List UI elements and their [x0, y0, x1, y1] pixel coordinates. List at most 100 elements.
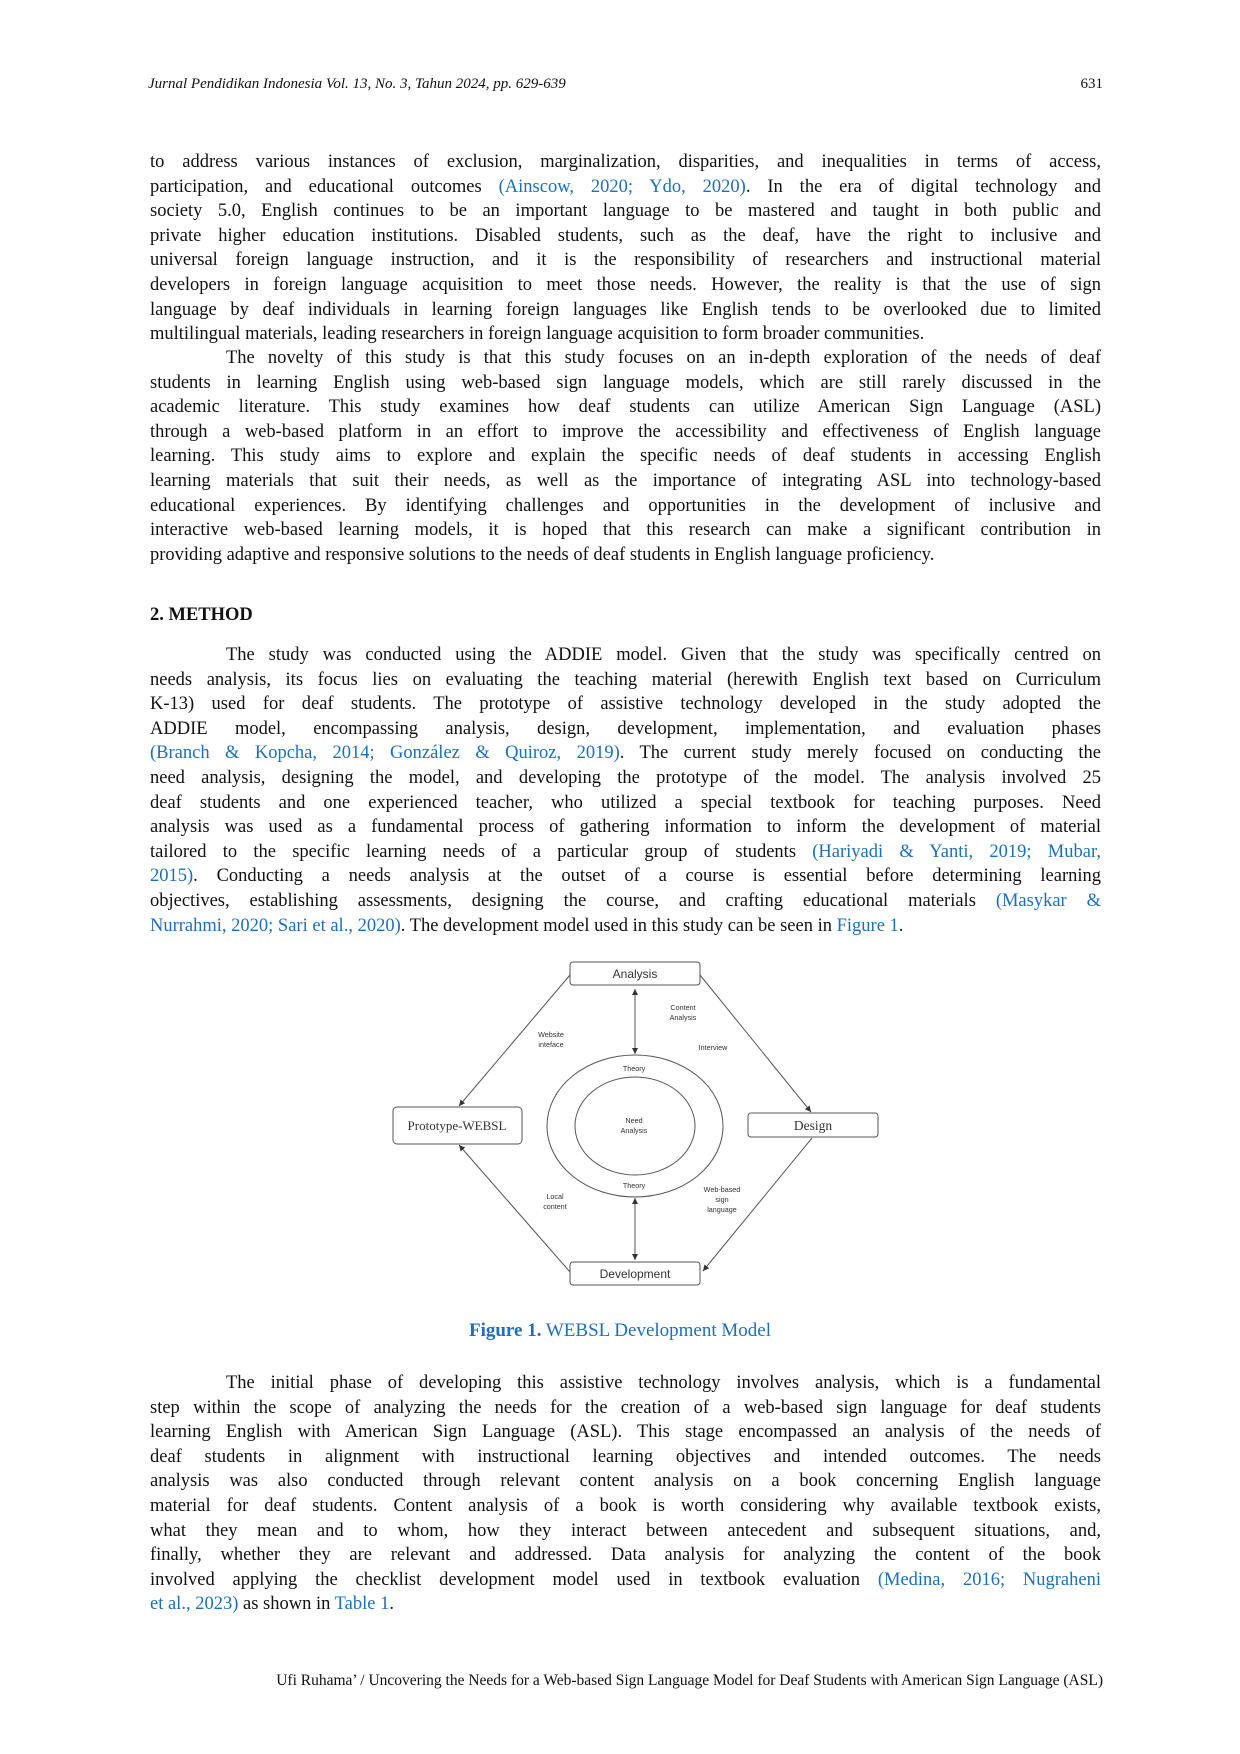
citation-link[interactable]: Table 1	[334, 1594, 390, 1615]
text-line: Nurrahmi, 2020; Sari et al., 2020). The …	[150, 914, 1101, 939]
text-line: providing adaptive and responsive soluti…	[150, 543, 1101, 568]
text-segment: private higher education institutions. D…	[150, 225, 1101, 246]
label-inteface: inteface	[538, 1040, 563, 1049]
citation-link[interactable]: (Branch & Kopcha, 2014; González & Quiro…	[150, 743, 620, 764]
text-segment: The study was conducted using the ADDIE …	[226, 645, 1101, 665]
arrow-development-to-prototype	[458, 1144, 571, 1273]
text-line: material for deaf students. Content anal…	[150, 1494, 1101, 1519]
text-line: academic literature. This study examines…	[150, 395, 1101, 420]
text-segment: developers in foreign language acquisiti…	[150, 274, 1101, 295]
figure-caption-label: Figure 1.	[468, 1320, 542, 1341]
label-theory-top: Theory	[623, 1064, 646, 1073]
text-line: language by deaf individuals in learning…	[150, 298, 1101, 323]
page-number: 631	[1080, 76, 1104, 92]
text-line: The initial phase of developing this ass…	[150, 1371, 1101, 1396]
text-line: finally, whether they are relevant and a…	[150, 1543, 1101, 1568]
citation-link[interactable]: et al., 2023)	[150, 1594, 239, 1615]
text-segment: learning English with American Sign Lang…	[150, 1422, 1101, 1443]
text-segment: The initial phase of developing this ass…	[226, 1373, 1101, 1393]
text-segment: analysis was also conducted through rele…	[150, 1471, 1101, 1492]
text-segment: through a web-based platform in an effor…	[150, 421, 1101, 442]
text-segment: participation, and educational outcomes	[150, 176, 499, 197]
citation-link[interactable]: 2015)	[150, 866, 194, 887]
text-segment: learning materials that suit their needs…	[150, 470, 1101, 491]
paragraph-method: The study was conducted using the ADDIE …	[150, 643, 1101, 938]
text-line: step within the scope of analyzing the n…	[150, 1396, 1101, 1421]
label-content: Content	[670, 1003, 695, 1012]
text-segment: deaf students and one experienced teache…	[150, 792, 1101, 813]
text-segment: as shown in	[238, 1594, 335, 1615]
text-segment: . In the era of digital technology and	[745, 176, 1101, 197]
node-prototype: Prototype-WEBSL	[408, 1118, 507, 1133]
text-line: analysis was also conducted through rele…	[150, 1469, 1101, 1494]
text-segment: multilingual materials, leading research…	[150, 324, 925, 345]
text-line: learning. This study aims to explore and…	[150, 444, 1101, 469]
text-segment: .	[389, 1594, 394, 1615]
label-website: Website	[538, 1030, 564, 1039]
text-line: 2015). Conducting a needs analysis at th…	[150, 864, 1101, 889]
node-development-box	[569, 1261, 701, 1286]
text-line: learning English with American Sign Lang…	[150, 1420, 1101, 1445]
text-line: developers in foreign language acquisiti…	[150, 273, 1101, 298]
arrow-analysis-to-design	[699, 974, 812, 1113]
citation-link[interactable]: (Masykar &	[995, 890, 1101, 911]
paragraph-novelty: The novelty of this study is that this s…	[150, 346, 1101, 567]
running-header-journal: Jurnal Pendidikan Indonesia Vol. 13, No.…	[148, 76, 566, 92]
text-line: deaf students in alignment with instruct…	[150, 1445, 1101, 1470]
text-segment: providing adaptive and responsive soluti…	[150, 544, 935, 565]
text-line: students in learning English using web-b…	[150, 371, 1101, 396]
text-line: The novelty of this study is that this s…	[150, 346, 1101, 371]
text-line: involved applying the checklist developm…	[150, 1568, 1101, 1593]
text-segment: learning. This study aims to explore and…	[150, 446, 1101, 467]
text-segment: to address various instances of exclusio…	[150, 152, 1101, 172]
text-line: to address various instances of exclusio…	[150, 150, 1101, 175]
section-heading-method: 2. METHOD	[150, 605, 253, 625]
text-segment: objectives, establishing assessments, de…	[150, 890, 996, 911]
text-segment: deaf students in alignment with instruct…	[150, 1446, 1101, 1467]
node-design: Design	[794, 1118, 832, 1133]
text-line: multilingual materials, leading research…	[150, 322, 1101, 347]
text-segment: academic literature. This study examines…	[150, 397, 1101, 418]
citation-link[interactable]: Nurrahmi, 2020; Sari et al., 2020)	[150, 915, 401, 936]
running-footer: Ufi Ruhama’ / Uncovering the Needs for a…	[276, 1672, 1103, 1689]
text-segment: material for deaf students. Content anal…	[150, 1495, 1101, 1516]
text-line: tailored to the specific learning needs …	[150, 840, 1101, 865]
text-line: analysis was used as a fundamental proce…	[150, 815, 1101, 840]
text-segment: interactive web-based learning models, i…	[150, 520, 1101, 541]
text-line: society 5.0, English continues to be an …	[150, 199, 1101, 224]
text-line: (Branch & Kopcha, 2014; González & Quiro…	[150, 741, 1101, 766]
need-analysis-core	[574, 1076, 696, 1176]
text-line: interactive web-based learning models, i…	[150, 518, 1101, 543]
text-line: K-13) used for deaf students. The protot…	[150, 692, 1101, 717]
text-segment: . The development model used in this stu…	[400, 915, 837, 936]
citation-link[interactable]: Figure 1	[836, 915, 899, 936]
label-language: language	[707, 1205, 737, 1214]
text-line: universal foreign language instruction, …	[150, 248, 1101, 273]
text-segment: . The current study merely focused on co…	[619, 743, 1101, 764]
node-analysis: Analysis	[613, 967, 658, 981]
text-segment: finally, whether they are relevant and a…	[150, 1545, 1101, 1566]
text-segment: analysis was used as a fundamental proce…	[150, 817, 1101, 838]
text-line: private higher education institutions. D…	[150, 224, 1101, 249]
label-local: Local	[546, 1192, 564, 1201]
label-theory-bottom: Theory	[623, 1181, 646, 1190]
figure-caption-text: WEBSL Development Model	[541, 1320, 772, 1341]
citation-link[interactable]: (Medina, 2016; Nugraheni	[877, 1569, 1101, 1590]
citation-link[interactable]: (Ainscow, 2020; Ydo, 2020)	[498, 176, 746, 197]
text-line: objectives, establishing assessments, de…	[150, 889, 1101, 914]
text-segment: students in learning English using web-b…	[150, 372, 1101, 393]
text-line: et al., 2023) as shown in Table 1.	[150, 1592, 1101, 1617]
label-need-analysis: Analysis	[621, 1126, 648, 1135]
citation-link[interactable]: (Hariyadi & Yanti, 2019; Mubar,	[812, 841, 1101, 862]
text-segment: ADDIE model, encompassing analysis, desi…	[150, 718, 1101, 739]
arrow-analysis-to-prototype	[458, 974, 571, 1107]
label-local-content: content	[543, 1202, 567, 1211]
text-line: through a web-based platform in an effor…	[150, 420, 1101, 445]
figure-caption: Figure 1. WEBSL Development Model	[0, 1320, 1240, 1342]
text-segment: educational experiences. By identifying …	[150, 495, 1101, 516]
text-segment: universal foreign language instruction, …	[150, 250, 1101, 271]
text-segment: language by deaf individuals in learning…	[150, 299, 1101, 320]
paragraph-intro-continuation: to address various instances of exclusio…	[150, 150, 1101, 347]
node-development: Development	[600, 1267, 671, 1281]
node-design-box	[747, 1112, 879, 1138]
